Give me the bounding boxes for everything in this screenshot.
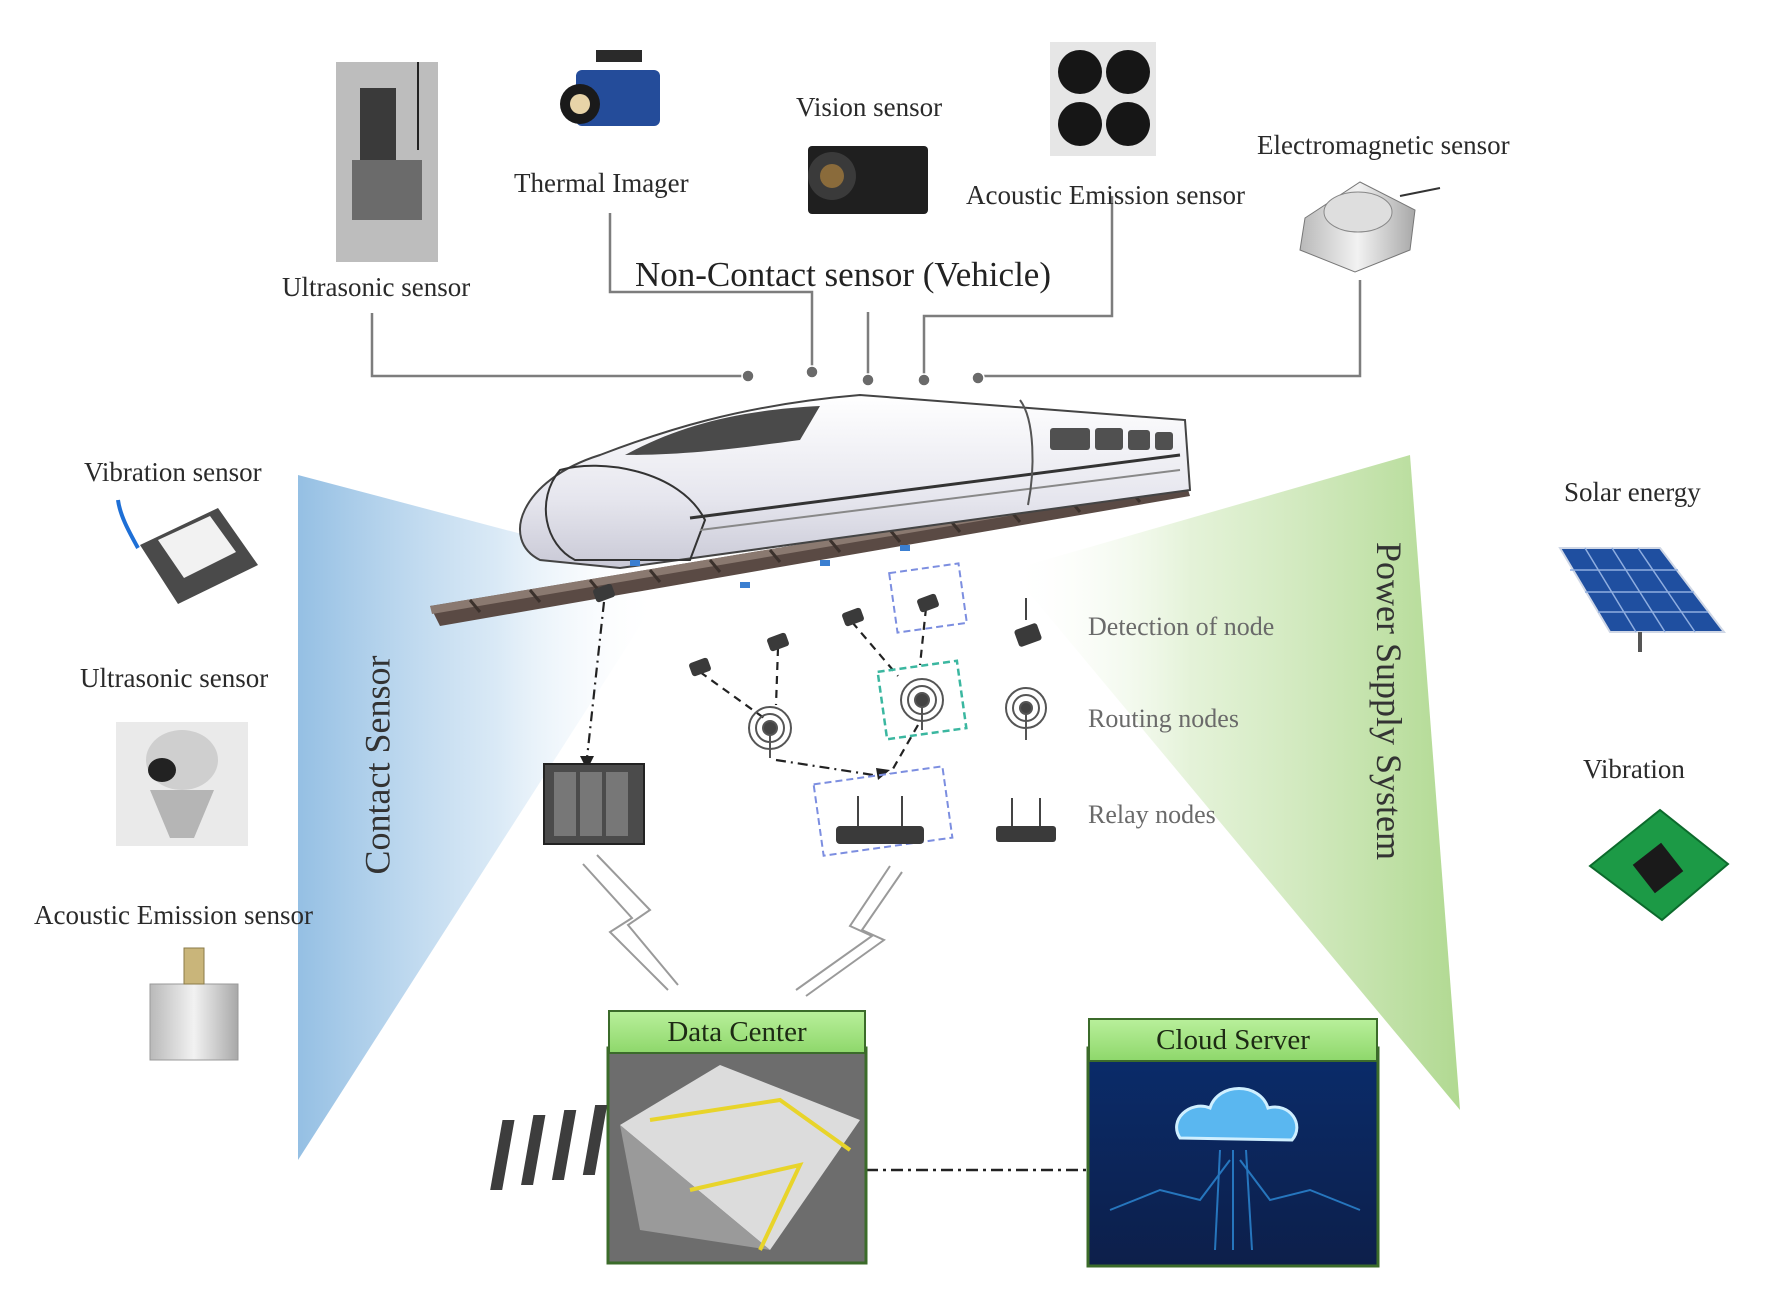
label-solar-energy: Solar energy (1564, 477, 1701, 507)
contact-sensor-fan (298, 475, 660, 1160)
ultrasonic-sensor-contact-image (116, 722, 248, 846)
network-links (585, 601, 928, 778)
power-supply-fan (1010, 455, 1460, 1110)
relay-node-group-box (812, 765, 954, 857)
data-center-title: Data Center (608, 1010, 866, 1054)
legend-relay-icon (996, 798, 1056, 842)
connector-endpoints (741, 365, 985, 387)
label-ultrasonic-contact: Ultrasonic sensor (80, 663, 269, 693)
ultrasonic-sensor-top-image (336, 62, 438, 262)
non-contact-connectors (370, 196, 1362, 378)
contact-sensor-title: Contact Sensor (357, 655, 398, 875)
acoustic-emission-top-image (1050, 42, 1156, 156)
power-supply-title: Power Supply System (1369, 541, 1410, 861)
data-center-panel (490, 1046, 868, 1265)
vibration-harvester-image (1588, 808, 1730, 922)
routing-node-icons (748, 678, 944, 758)
electromagnetic-sensor-image (1299, 181, 1441, 273)
cloud-server-panel (1086, 1046, 1380, 1268)
cloud-server-title: Cloud Server (1088, 1018, 1378, 1062)
edge-server-icon (543, 763, 645, 845)
legend-routing-icon (1005, 687, 1047, 740)
label-ultrasonic-top: Ultrasonic sensor (282, 272, 471, 302)
high-speed-train (519, 393, 1192, 588)
thermal-imager-image (560, 50, 660, 126)
detection-node-group-box (888, 562, 968, 634)
label-electromagnetic: Electromagnetic sensor (1257, 130, 1510, 160)
relay-router-icon (836, 796, 924, 844)
solar-panel-image (1558, 547, 1727, 652)
legend-detection-label: Detection of node (1088, 612, 1275, 641)
cloud-icon (1175, 1087, 1299, 1142)
legend-relay-label: Relay nodes (1088, 800, 1216, 829)
label-acoustic-top: Acoustic Emission sensor (966, 180, 1245, 210)
wireless-lightning-links (582, 854, 903, 997)
label-vision-sensor: Vision sensor (796, 92, 943, 122)
top-title: Non-Contact sensor (Vehicle) (635, 255, 1051, 294)
label-acoustic-contact: Acoustic Emission sensor (34, 900, 313, 930)
legend-detection-icon (1014, 598, 1042, 647)
acoustic-emission-contact-image (149, 947, 239, 1061)
label-vibration-sensor: Vibration sensor (84, 457, 262, 487)
label-thermal-imager: Thermal Imager (514, 168, 689, 198)
legend-routing-label: Routing nodes (1088, 704, 1239, 733)
routing-node-group-box (876, 659, 968, 741)
vision-sensor-image (808, 146, 928, 214)
vibration-sensor-contact-image (116, 499, 258, 604)
detection-node-icons (593, 583, 939, 677)
label-vibration-power: Vibration (1583, 754, 1685, 784)
